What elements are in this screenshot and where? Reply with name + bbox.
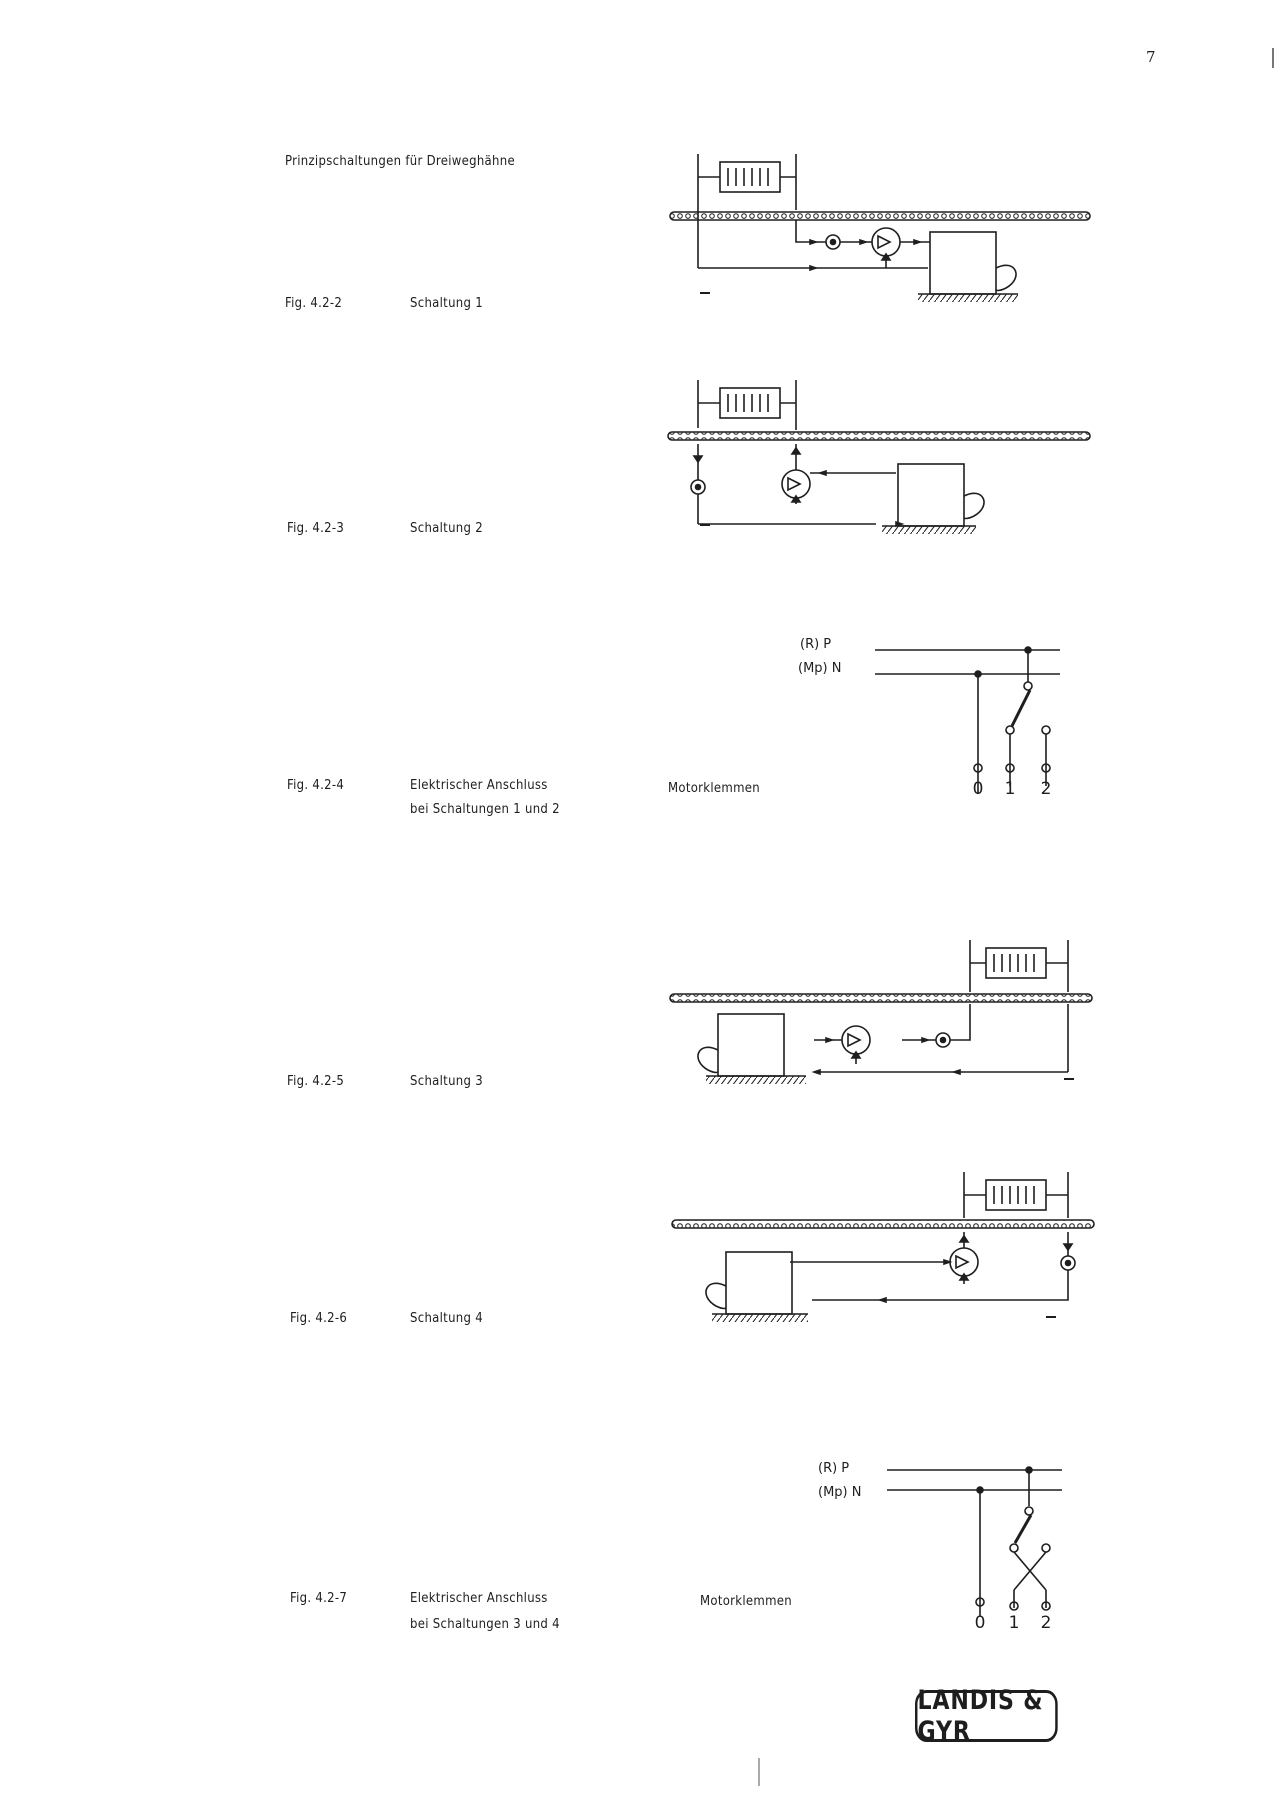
figure-number: Fig. 4.2-2 <box>285 296 343 311</box>
phase-label: (R) P <box>818 1461 849 1476</box>
terminal-1: 1 <box>1009 1613 1020 1630</box>
wiring-diagram-schaltung-1-2: (R) P (Mp) N 0 1 2 <box>798 637 1060 799</box>
scan-edge-mark <box>1272 48 1274 68</box>
hydraulic-diagram-schaltung-3 <box>669 940 1093 1084</box>
terminals-label: Motorklemmen <box>668 781 761 796</box>
terminal-1: 1 <box>1005 779 1016 799</box>
figure-number: Fig. 4.2-6 <box>290 1311 348 1326</box>
terminal-0: 0 <box>975 1613 986 1630</box>
figure-number: Fig. 4.2-7 <box>290 1591 348 1606</box>
terminal-2: 2 <box>1041 1613 1052 1630</box>
page-number: 7 <box>1146 48 1156 66</box>
figure-caption: Schaltung 2 <box>410 521 483 536</box>
terminal-2: 2 <box>1041 779 1052 799</box>
figure-caption-line: bei Schaltungen 3 und 4 <box>410 1617 560 1632</box>
neutral-label: (Mp) N <box>798 661 841 676</box>
wiring-diagram-schaltung-3-4: (R) P (Mp) N 0 1 2 <box>818 1461 1062 1630</box>
terminals-label: Motorklemmen <box>700 1594 793 1609</box>
neutral-label: (Mp) N <box>818 1485 861 1500</box>
figure-caption: Schaltung 4 <box>410 1311 483 1326</box>
landis-gyr-logo: LANDIS & GYR <box>915 1685 1058 1747</box>
figure-caption-line: Elektrischer Anschluss <box>410 778 548 793</box>
figure-caption-line: bei Schaltungen 1 und 2 <box>410 802 560 817</box>
hydraulic-diagram-schaltung-1 <box>669 154 1091 302</box>
figure-number: Fig. 4.2-3 <box>287 521 345 536</box>
figure-number: Fig. 4.2-5 <box>287 1074 345 1089</box>
figure-caption: Schaltung 3 <box>410 1074 483 1089</box>
terminal-0: 0 <box>973 779 984 799</box>
page-heading: Prinzipschaltungen für Dreiweghähne <box>285 154 515 169</box>
figure-caption: Schaltung 1 <box>410 296 483 311</box>
scan-edge-mark <box>758 1758 760 1786</box>
phase-label: (R) P <box>800 637 831 652</box>
figure-caption-line: Elektrischer Anschluss <box>410 1591 548 1606</box>
hydraulic-diagram-schaltung-4 <box>671 1172 1095 1322</box>
figure-number: Fig. 4.2-4 <box>287 778 345 793</box>
hydraulic-diagram-schaltung-2 <box>667 380 1091 534</box>
